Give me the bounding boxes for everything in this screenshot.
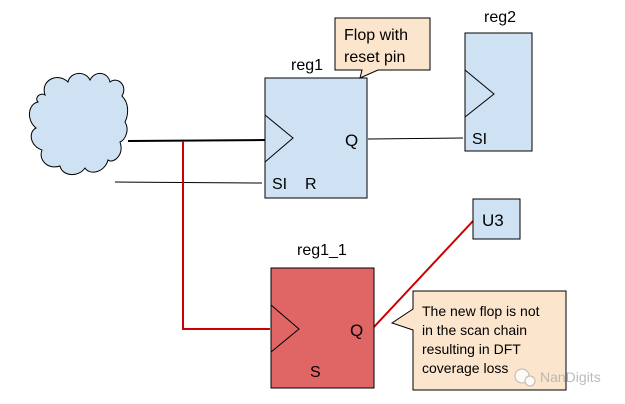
reg1_1-clock-pin-icon	[270, 304, 300, 353]
reg1_1-s-pin: S	[310, 364, 321, 381]
reg1_1-label: reg1_1	[297, 242, 347, 259]
clock-wire	[127, 139, 266, 142]
dft-loss-callout-line-2: in the scan chain	[422, 322, 527, 338]
reg2-clock-pin-icon	[464, 69, 495, 118]
scan-in-wire	[114, 181, 263, 184]
reg2-cell	[464, 32, 533, 152]
reset-pin-callout-line-1: Flop with	[344, 27, 408, 44]
new-flop-clock-wire	[182, 141, 270, 330]
reg1-cell	[264, 77, 368, 199]
watermark-text: NanDigits	[540, 369, 601, 385]
reset-pin-callout	[334, 17, 431, 79]
dft-loss-callout-line-4: coverage loss	[422, 360, 508, 376]
reg1_1-q-pin: Q	[350, 321, 363, 340]
reg2-label: reg2	[484, 9, 516, 26]
dft-loss-callout-line-1: The new flop is not	[422, 303, 540, 319]
q-to-reg2-wire	[367, 137, 464, 140]
reg1-r-pin: R	[305, 176, 317, 193]
dft-loss-callout	[390, 290, 567, 391]
reg2-si-pin: SI	[472, 131, 487, 148]
new-flop-q-to-u3-wire	[372, 220, 474, 329]
u3-label: U3	[482, 211, 504, 230]
dft-loss-callout-line-3: resulting in DFT	[422, 341, 521, 357]
watermark: NanDigits	[514, 368, 601, 387]
reg1-q-pin: Q	[345, 131, 358, 150]
u3-cell	[472, 198, 521, 240]
logic-cloud	[29, 73, 129, 175]
reg1-label: reg1	[291, 57, 323, 74]
reset-pin-callout-line-2: reset pin	[344, 49, 405, 66]
reg1-si-pin: SI	[272, 176, 287, 193]
reg1-clock-pin-icon	[264, 114, 294, 163]
reg1_1-cell	[270, 267, 375, 389]
